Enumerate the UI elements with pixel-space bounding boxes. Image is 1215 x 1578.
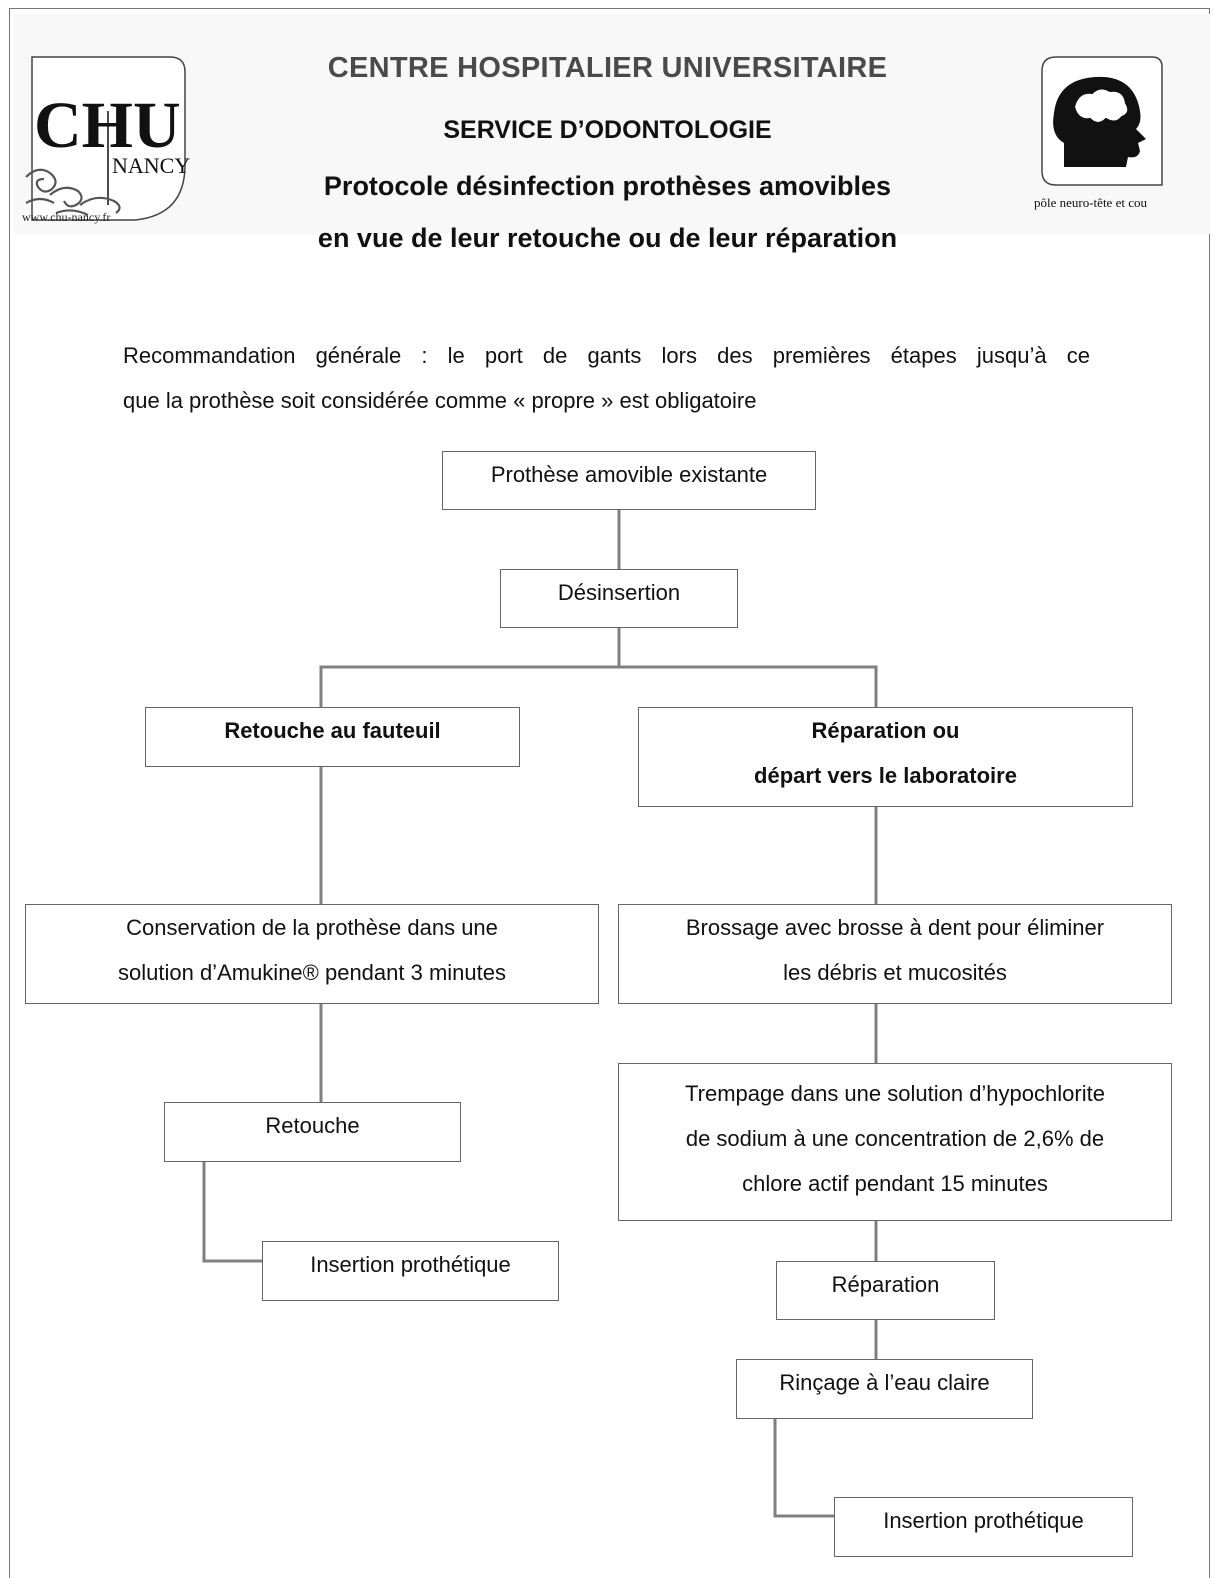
box-start: Prothèse amovible existante	[442, 451, 816, 510]
conservation-line1: Conservation de la prothèse dans une	[126, 915, 498, 940]
box-trempage-hypochlorite: Trempage dans une solution d’hypochlorit…	[618, 1063, 1172, 1221]
trempage-line2: de sodium à une concentration de 2,6% de	[685, 1126, 1105, 1151]
chu-nancy-logo: CHU NANCY www.chu-nancy.fr	[22, 56, 190, 224]
box-retouche-fauteuil: Retouche au fauteuil	[145, 707, 520, 767]
box-reparation: Réparation	[776, 1261, 995, 1320]
header-band	[14, 14, 1210, 234]
logo-nancy-text: NANCY	[112, 153, 190, 178]
trempage-line3: chlore actif pendant 15 minutes	[742, 1171, 1048, 1196]
recommendation-line1: Recommandation générale : le port de gan…	[123, 343, 1090, 368]
box-conservation-amukine: Conservation de la prothèse dans une sol…	[25, 904, 599, 1004]
page-frame	[9, 8, 1210, 1578]
general-recommendation: Recommandation générale : le port de gan…	[123, 333, 1090, 423]
trempage-line1: Trempage dans une solution d’hypochlorit…	[685, 1081, 1105, 1106]
reparation-line1: Réparation ou	[811, 718, 960, 743]
service-name: SERVICE D’ODONTOLOGIE	[443, 116, 772, 144]
conservation-line2: solution d’Amukine® pendant 3 minutes	[118, 960, 506, 985]
pole-caption: pôle neuro-tête et cou	[1034, 195, 1147, 210]
brossage-line2: les débris et mucosités	[783, 960, 1007, 985]
institution-name: CENTRE HOSPITALIER UNIVERSITAIRE	[327, 52, 888, 84]
brossage-line1: Brossage avec brosse à dent pour élimine…	[685, 915, 1105, 940]
box-insertion-left: Insertion prothétique	[262, 1241, 559, 1301]
pole-neuro-logo: pôle neuro-tête et cou	[1034, 56, 1163, 210]
box-rincage: Rinçage à l’eau claire	[736, 1359, 1033, 1419]
box-insertion-right: Insertion prothétique	[834, 1497, 1133, 1557]
box-reparation-laboratoire: Réparation ou départ vers le laboratoire	[638, 707, 1133, 807]
protocol-title-line1: Protocole désinfection prothèses amovibl…	[323, 171, 892, 201]
logo-ornament-icon	[25, 168, 121, 216]
reparation-line2: départ vers le laboratoire	[754, 763, 1017, 788]
box-desinsertion: Désinsertion	[500, 569, 738, 628]
box-retouche: Retouche	[164, 1102, 461, 1162]
protocol-title-line2: en vue de leur retouche ou de leur répar…	[317, 223, 898, 253]
brain-icon	[1072, 87, 1130, 124]
recommendation-line2: que la prothèse soit considérée comme « …	[123, 388, 757, 413]
box-brossage: Brossage avec brosse à dent pour élimine…	[618, 904, 1172, 1004]
logo-url-text: www.chu-nancy.fr	[22, 210, 110, 224]
